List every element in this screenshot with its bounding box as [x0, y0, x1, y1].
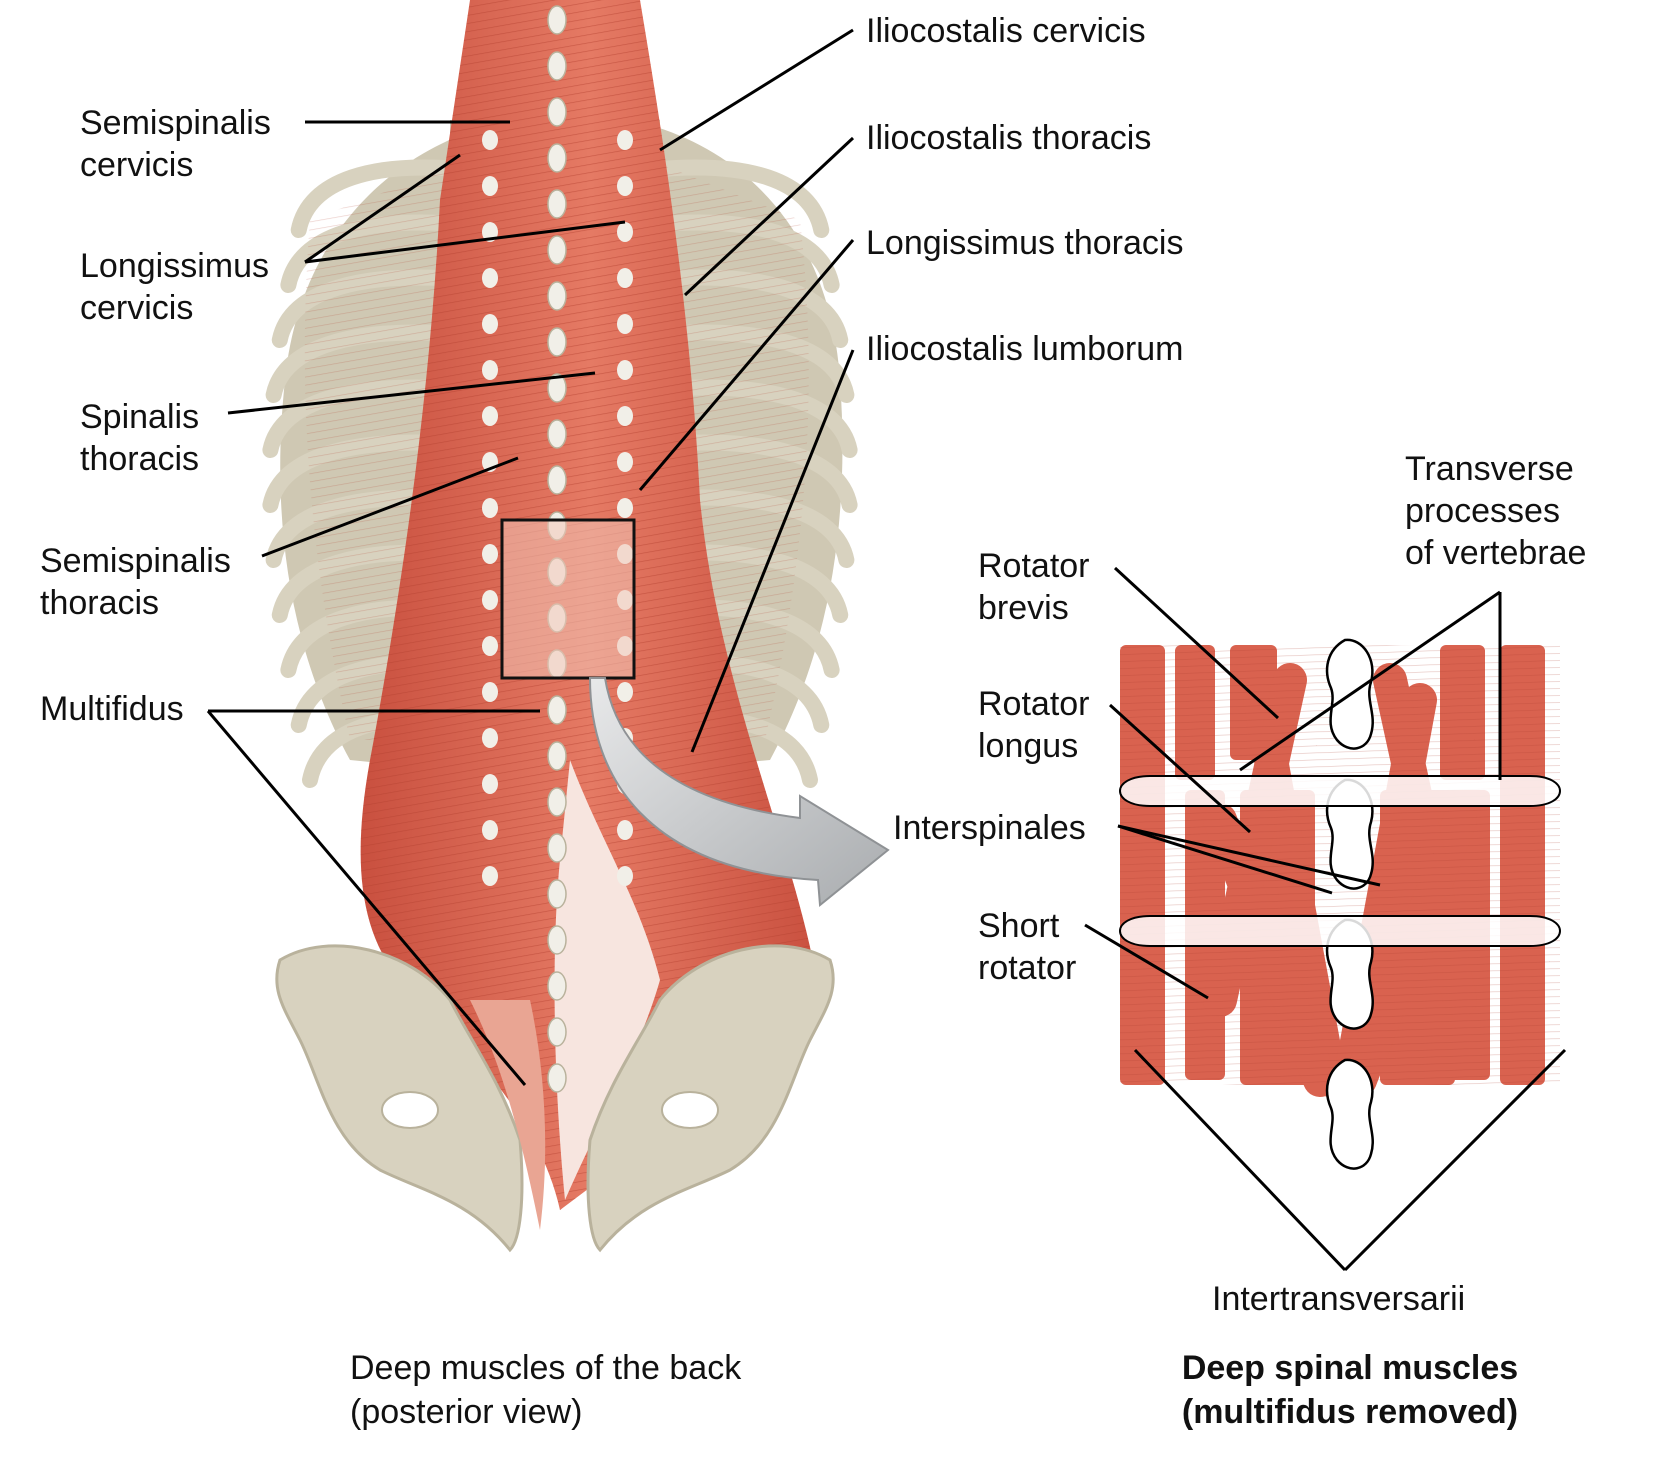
- transverse-process: [482, 130, 498, 150]
- spinous-process: [547, 787, 567, 817]
- transverse-process: [617, 314, 633, 334]
- spinous-process: [547, 1017, 567, 1047]
- spinous-process: [547, 97, 567, 127]
- transverse-process: [617, 130, 633, 150]
- transverse-process: [482, 728, 498, 748]
- spinous-process: [547, 465, 567, 495]
- spinous-process: [547, 281, 567, 311]
- spinous-process: [547, 1063, 567, 1093]
- transverse-process: [617, 452, 633, 472]
- label-multifidus: Multifidus: [40, 690, 184, 728]
- transverse-process: [617, 820, 633, 840]
- spinous-process: [547, 5, 567, 35]
- leader-rotator-brevis: [1113, 566, 1280, 720]
- transverse-process: [482, 176, 498, 196]
- leader-rotator-longus: [1108, 703, 1252, 834]
- transverse-process: [482, 636, 498, 656]
- inset-vertebrae: [1119, 638, 1561, 1170]
- label-transverse-processes: Transverse processes of vertebrae: [1405, 450, 1587, 572]
- spinous-process: [547, 327, 567, 357]
- caption-left: Deep muscles of the back (posterior view…: [350, 1349, 742, 1431]
- caption-right: Deep spinal muscles (multifidus removed): [1181, 1349, 1519, 1431]
- transverse-process: [617, 682, 633, 702]
- label-longissimus-cervicis: Longissimus cervicis: [80, 247, 269, 327]
- sacral-foramen-left: [381, 1091, 439, 1129]
- leader-semispinalis-thoracis: [261, 456, 519, 558]
- transverse-process: [482, 590, 498, 610]
- spinous-process: [547, 419, 567, 449]
- transverse-process: [617, 176, 633, 196]
- spinous-process: [547, 971, 567, 1001]
- label-iliocostalis-cervicis: Iliocostalis cervicis: [866, 12, 1146, 50]
- inset-spinous-process: [1325, 918, 1374, 1030]
- transverse-process: [482, 820, 498, 840]
- leader-multifidus-b: [206, 710, 527, 1086]
- label-spinalis-thoracis: Spinalis thoracis: [80, 398, 200, 478]
- label-rotator-brevis: Rotator brevis: [978, 547, 1090, 627]
- inset-spinous-process: [1325, 1058, 1374, 1170]
- spinous-process: [547, 235, 567, 265]
- transverse-process: [482, 360, 498, 380]
- rib-right: [642, 159, 830, 238]
- leader-intertransversarii-b: [1343, 1048, 1567, 1272]
- spinous-process: [547, 879, 567, 909]
- spinous-process: [547, 189, 567, 219]
- transverse-process: [617, 360, 633, 380]
- label-intertransversarii: Intertransversarii: [1212, 1280, 1466, 1318]
- pointer-arrow: [588, 677, 890, 907]
- inset-transverse-process: [1119, 915, 1561, 947]
- sacral-foramen-right: [661, 1091, 719, 1129]
- transverse-process: [482, 406, 498, 426]
- leader-interspinales-b: [1117, 824, 1381, 887]
- transverse-process: [482, 682, 498, 702]
- transverse-process: [617, 866, 633, 886]
- leader-short-rotator: [1084, 923, 1209, 1000]
- inset-spinous-process: [1325, 778, 1374, 890]
- leader-longissimus-cervicis-a: [304, 153, 461, 264]
- spinous-process: [547, 695, 567, 725]
- leader-transverse-b: [1239, 590, 1501, 772]
- leader-interspinales-a: [1117, 824, 1333, 895]
- posterior-view-illustration: [262, 0, 890, 1253]
- spinous-process: [547, 51, 567, 81]
- leader-iliocostalis-cervicis: [659, 28, 854, 152]
- inset-illustration: [1110, 632, 1580, 1170]
- label-iliocostalis-thoracis: Iliocostalis thoracis: [866, 119, 1152, 157]
- transverse-process: [617, 498, 633, 518]
- label-longissimus-thoracis: Longissimus thoracis: [866, 224, 1184, 262]
- transverse-process: [482, 774, 498, 794]
- transverse-process: [617, 268, 633, 288]
- transverse-process: [617, 406, 633, 426]
- leader-iliocostalis-lumborum: [690, 349, 855, 753]
- inset-transverse-process: [1119, 775, 1561, 807]
- spinous-process: [547, 373, 567, 403]
- thoracolumbar-fascia: [554, 760, 660, 1200]
- spinous-process: [547, 741, 567, 771]
- leader-iliocostalis-thoracis: [683, 136, 855, 297]
- spinous-process: [547, 925, 567, 955]
- inset-region-box: [500, 518, 636, 680]
- label-short-rotator: Short rotator: [978, 907, 1077, 987]
- leader-longissimus-cervicis-b: [304, 220, 626, 264]
- label-semispinalis-cervicis: Semispinalis cervicis: [80, 104, 271, 184]
- leader-lines: [206, 28, 1567, 1272]
- label-interspinales: Interspinales: [893, 809, 1086, 847]
- transverse-process: [482, 268, 498, 288]
- leader-intertransversarii-a: [1133, 1048, 1347, 1272]
- spinous-process: [547, 143, 567, 173]
- spinous-process: [547, 833, 567, 863]
- transverse-process: [617, 222, 633, 242]
- label-semispinalis-thoracis: Semispinalis thoracis: [40, 542, 231, 622]
- transverse-process: [482, 866, 498, 886]
- leader-spinalis-thoracis: [227, 371, 596, 415]
- label-rotator-longus: Rotator longus: [978, 685, 1090, 765]
- transverse-process: [482, 498, 498, 518]
- multifidus-lower: [470, 1000, 546, 1230]
- leader-longissimus-thoracis: [638, 239, 855, 491]
- transverse-process: [482, 314, 498, 334]
- label-iliocostalis-lumborum: Iliocostalis lumborum: [866, 330, 1184, 368]
- rib-left: [290, 159, 478, 238]
- transverse-process: [482, 544, 498, 564]
